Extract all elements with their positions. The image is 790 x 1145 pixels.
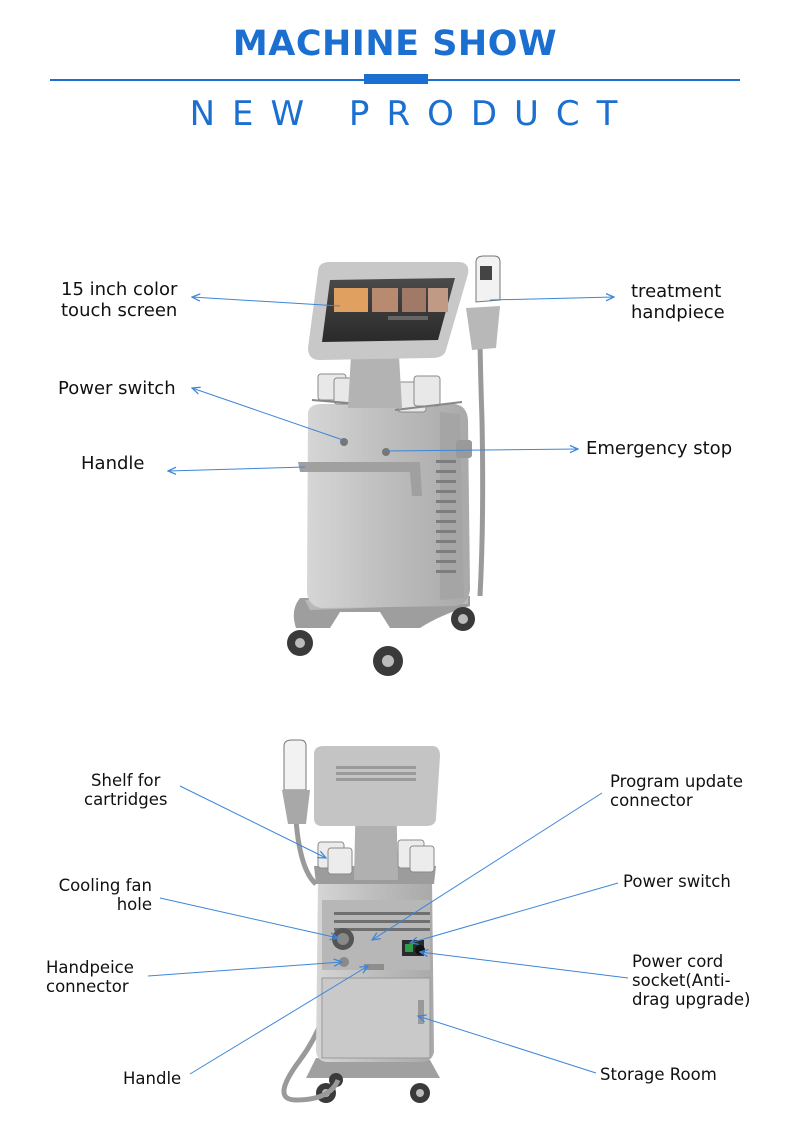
label-line: Handpeice (46, 958, 134, 977)
arrow-emergency-stop (386, 449, 578, 451)
wheel-icon (451, 607, 475, 631)
arrow-shelf (179, 785, 326, 858)
label-handle-back: Handle (123, 1069, 182, 1088)
label-emergency-stop: Emergency stop (586, 438, 733, 459)
front-machine (287, 255, 501, 676)
label-storage-room: Storage Room (600, 1065, 717, 1084)
arrow-power-switch (192, 388, 344, 441)
label-power-switch: Power switch (58, 378, 176, 399)
label-power-switch-back: Power switch (623, 872, 731, 891)
label-line: drag upgrade) (632, 990, 751, 1009)
power-switch-icon (405, 944, 413, 952)
label-line: handpiece (631, 302, 725, 323)
label-touch-screen: 15 inch color touch screen (61, 279, 177, 321)
storage-door (321, 977, 431, 1059)
label-line: Program update (610, 772, 743, 791)
wheel-icon (373, 646, 403, 676)
label-line: Power cord (632, 952, 724, 971)
emergency-stop-icon (382, 448, 390, 456)
label-line: connector (610, 791, 693, 810)
label-handle: Handle (81, 453, 145, 474)
arrow-handle (168, 466, 306, 471)
label-line: Cooling fan (58, 876, 152, 895)
title-divider-accent (364, 74, 428, 84)
arrow-power-switch-back (410, 882, 619, 943)
arrow-handpiece (489, 297, 614, 300)
arrow-program-update (372, 792, 603, 940)
page-title: MACHINE SHOW (232, 24, 558, 64)
label-line: touch screen (61, 300, 178, 321)
page-subtitle: NEW PRODUCT (189, 94, 635, 134)
label-power-cord-socket: Power cord socket(Anti- drag upgrade) (632, 952, 750, 1009)
power-cord-socket-icon (415, 945, 425, 955)
label-cooling-fan: Cooling fan hole (54, 876, 152, 914)
label-program-update: Program update connector (610, 772, 743, 810)
arrow-power-cord (420, 952, 629, 979)
arrow-screen (192, 297, 341, 307)
label-treatment-handpiece: treatment handpiece (631, 281, 725, 323)
arrow-handpiece-connector (147, 962, 342, 977)
label-line: cartridges (84, 790, 168, 809)
label-line: socket(Anti- (632, 971, 731, 990)
label-line: connector (46, 977, 129, 996)
wheel-icon (287, 630, 313, 656)
label-shelf-cartridges: Shelf for cartridges (84, 771, 168, 809)
handpiece-icon (283, 739, 307, 791)
label-handpiece-connector: Handpeice connector (46, 958, 134, 996)
label-line: hole (116, 895, 152, 914)
arrow-storage (418, 1016, 597, 1074)
arrow-handle-back (189, 966, 368, 1075)
label-line: 15 inch color (61, 279, 178, 300)
label-line: treatment (631, 281, 722, 302)
arrow-cooling-fan (159, 897, 338, 938)
handpiece-icon (475, 255, 501, 303)
label-line: Shelf for (91, 771, 161, 790)
wheel-icon (410, 1083, 430, 1103)
back-machine (281, 739, 440, 1103)
